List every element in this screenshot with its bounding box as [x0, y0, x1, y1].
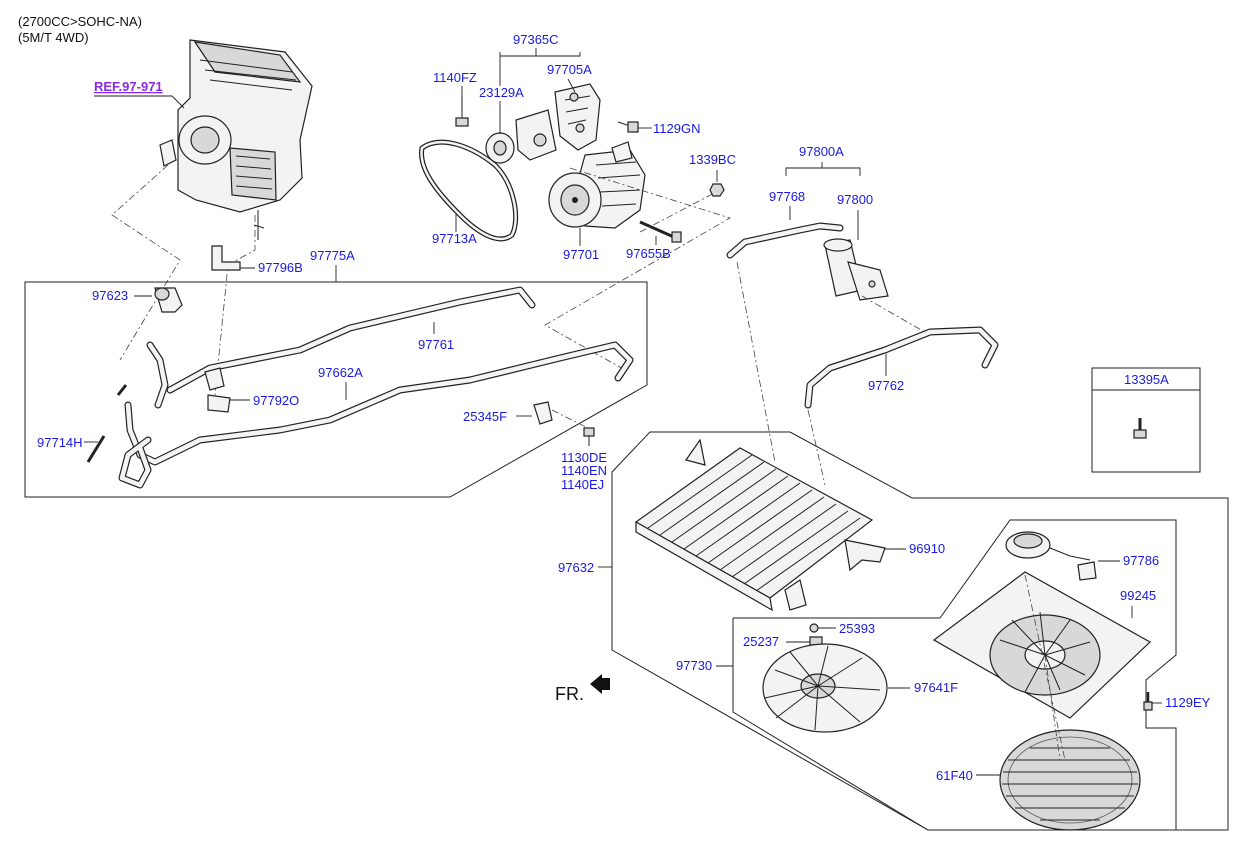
label-97786[interactable]: 97786 [1123, 553, 1159, 568]
label-25393[interactable]: 25393 [839, 621, 875, 636]
label-23129A[interactable]: 23129A [479, 85, 524, 100]
fan-group-box [733, 519, 1177, 830]
label-1140EJ[interactable]: 1140EJ [561, 477, 604, 492]
label-97768[interactable]: 97768 [769, 189, 805, 204]
compressor-bracket [554, 83, 601, 151]
idler-bracket [515, 109, 557, 161]
front-arrow-icon [590, 674, 610, 694]
liquid-line-loop [118, 341, 169, 489]
bolt-13395a [1133, 418, 1147, 439]
hose-97762 [804, 326, 999, 409]
receiver-drier [823, 238, 889, 301]
label-97792O[interactable]: 97792O [253, 393, 299, 408]
condenser-group-box [611, 431, 1229, 831]
front-marker: FR. [555, 684, 584, 704]
label-99245[interactable]: 99245 [1120, 588, 1156, 603]
label-1130DE[interactable]: 1130DE [561, 450, 607, 465]
nut-25393 [809, 623, 819, 633]
fan-blade [762, 643, 888, 733]
bracket-97796b [211, 245, 241, 271]
liquid-pipe-97768 [726, 222, 844, 259]
label-25345F[interactable]: 25345F [463, 409, 507, 424]
label-1339BC[interactable]: 1339BC [689, 152, 736, 167]
label-13395A[interactable]: 13395A [1124, 372, 1169, 387]
stud-97714h [86, 384, 128, 463]
nut-1339bc [709, 183, 725, 197]
label-97730[interactable]: 97730 [676, 658, 712, 673]
drive-condition: (5M/T 4WD) [18, 30, 89, 45]
bolt-1140fz [455, 95, 469, 127]
pressure-switch [154, 287, 183, 313]
label-97623[interactable]: 97623 [92, 288, 128, 303]
label-1129EY[interactable]: 1129EY [1165, 695, 1211, 710]
label-1140FZ[interactable]: 1140FZ [433, 70, 477, 85]
condenser [634, 438, 874, 612]
label-97800[interactable]: 97800 [837, 192, 873, 207]
label-97761[interactable]: 97761 [418, 337, 454, 352]
fan-motor [1005, 531, 1097, 581]
label-1140EN[interactable]: 1140EN [561, 463, 607, 478]
hose-group-box [24, 281, 648, 498]
label-97796B[interactable]: 97796B [258, 260, 303, 275]
box-13395A [1091, 367, 1201, 473]
label-25237[interactable]: 25237 [743, 634, 779, 649]
evaporator-unit [159, 39, 313, 240]
engine-condition: (2700CC>SOHC-NA) [18, 14, 142, 29]
label-97365C[interactable]: 97365C [513, 32, 559, 47]
reference-link[interactable]: REF.97-971 [94, 79, 163, 94]
drive-belt [419, 139, 519, 242]
fan-guard-net [999, 729, 1141, 831]
label-97713A[interactable]: 97713A [432, 231, 477, 246]
label-61F40[interactable]: 61F40 [936, 768, 973, 783]
label-97641F[interactable]: 97641F [914, 680, 958, 695]
suction-hose-97761 [166, 286, 536, 394]
label-97655B[interactable]: 97655B [626, 246, 671, 261]
label-97800A[interactable]: 97800A [799, 144, 844, 159]
label-96910[interactable]: 96910 [909, 541, 945, 556]
label-97762[interactable]: 97762 [868, 378, 904, 393]
label-1129GN[interactable]: 1129GN [653, 121, 700, 136]
clamp-97792o [204, 367, 231, 413]
bolt-97655b [639, 220, 682, 243]
label-97775A[interactable]: 97775A [310, 248, 355, 263]
label-97662A[interactable]: 97662A [318, 365, 363, 380]
label-97705A[interactable]: 97705A [547, 62, 592, 77]
bolt-1130de [583, 427, 595, 446]
fan-shroud [932, 571, 1152, 719]
bracket-96910 [844, 539, 886, 572]
clip-25345f [533, 401, 553, 425]
ac-compressor [548, 141, 646, 229]
discharge-hose-97662a [124, 341, 634, 466]
label-97714H[interactable]: 97714H [37, 435, 83, 450]
label-97632[interactable]: 97632 [558, 560, 594, 575]
bolt-1129gn [617, 121, 639, 133]
label-97701[interactable]: 97701 [563, 247, 599, 262]
bolt-1129ey [1143, 692, 1153, 711]
